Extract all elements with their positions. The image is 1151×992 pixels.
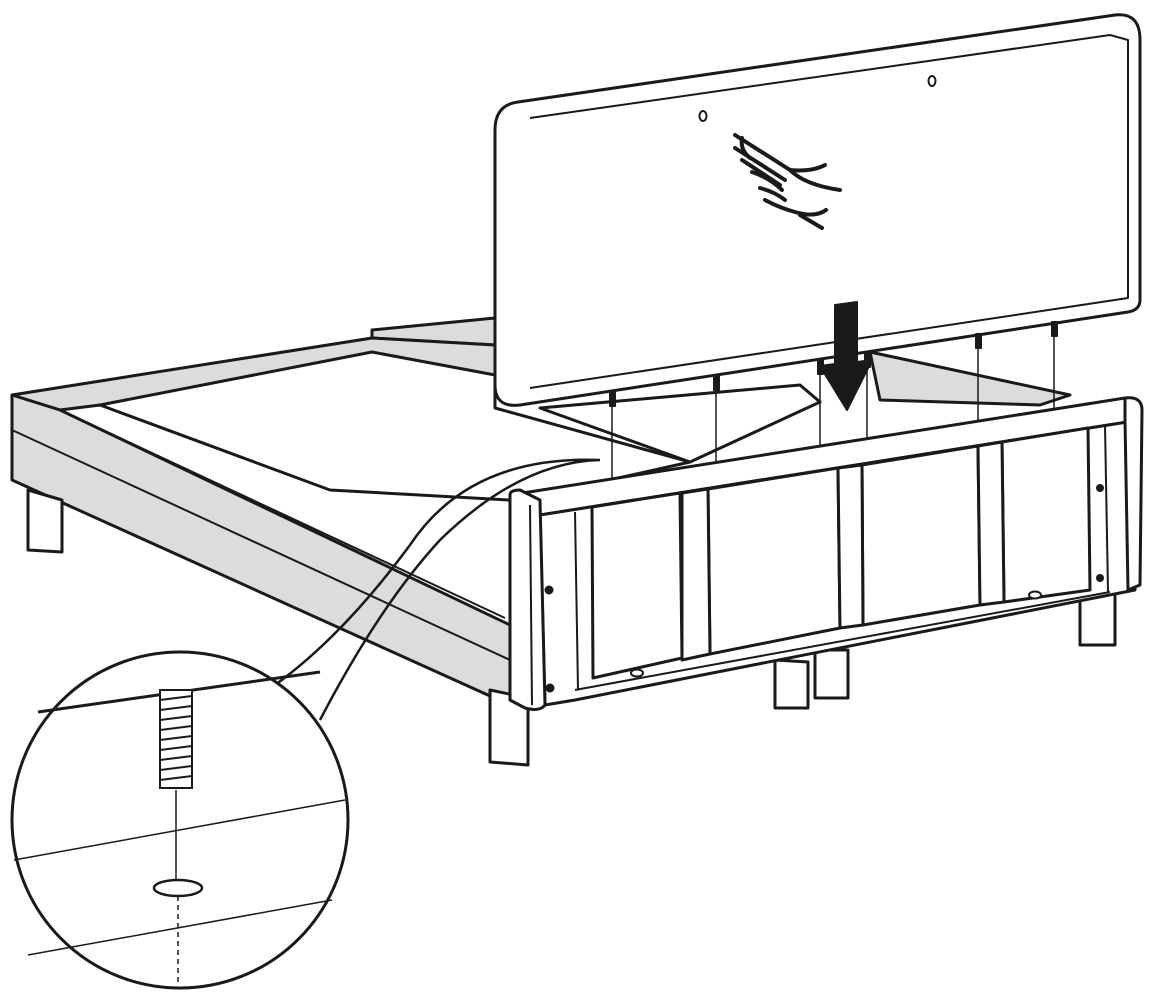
frame-screw-1 [544,585,554,595]
frame-left-inner-edge [574,511,579,691]
frame-screw-3 [1096,484,1104,492]
bed-deck-far-right [868,350,1072,407]
headboard-inner-edge [529,34,1129,389]
callout-hole [152,878,204,898]
frame-right-post [1123,396,1144,592]
screw-hole-1 [698,110,708,122]
frame-slot-4 [1000,426,1092,604]
frame-screw-5 [630,668,644,678]
bolt-6 [1051,321,1058,337]
frame-slot-1 [590,491,684,680]
callout-circle [10,650,350,990]
pointing-hand-icon [733,133,842,230]
bed-side-top-edge [59,409,506,619]
alignment-guides [611,336,1055,482]
magnifier-callout [10,458,601,990]
frame-left-post [508,488,547,711]
frame-left-post-edge [529,504,533,706]
frame-screw-4 [1096,574,1104,582]
callout-bolt [159,689,193,789]
bed-leg-front-left [26,488,64,554]
callout-bolt-threads [159,695,193,781]
frame-post-2 [836,463,865,630]
callout-line-2 [27,899,333,956]
frame-bottom-ledge [574,591,1111,691]
callout-leader [267,458,601,721]
headboard-outline [493,13,1142,407]
frame-post-3 [976,440,1006,607]
frame-post-1 [680,487,712,662]
screw-hole-2 [927,75,937,87]
frame-screw-6 [1028,590,1042,600]
bolt-1 [609,391,616,407]
bed-side-edge [11,429,511,661]
footboard-frame [508,396,1144,711]
bolt-5 [975,333,982,349]
frame-right-inner-edge [1104,424,1109,593]
bed-leg-middle-1 [773,658,810,710]
bed-leg-middle-2 [813,648,850,700]
down-arrow-icon [819,301,873,411]
callout-line-1 [13,799,346,861]
frame-slot-2 [706,466,842,656]
bolt-2 [713,375,720,391]
frame-screw-2 [545,683,555,693]
headboard-panel [493,13,1142,407]
frame-slot-3 [860,444,982,627]
